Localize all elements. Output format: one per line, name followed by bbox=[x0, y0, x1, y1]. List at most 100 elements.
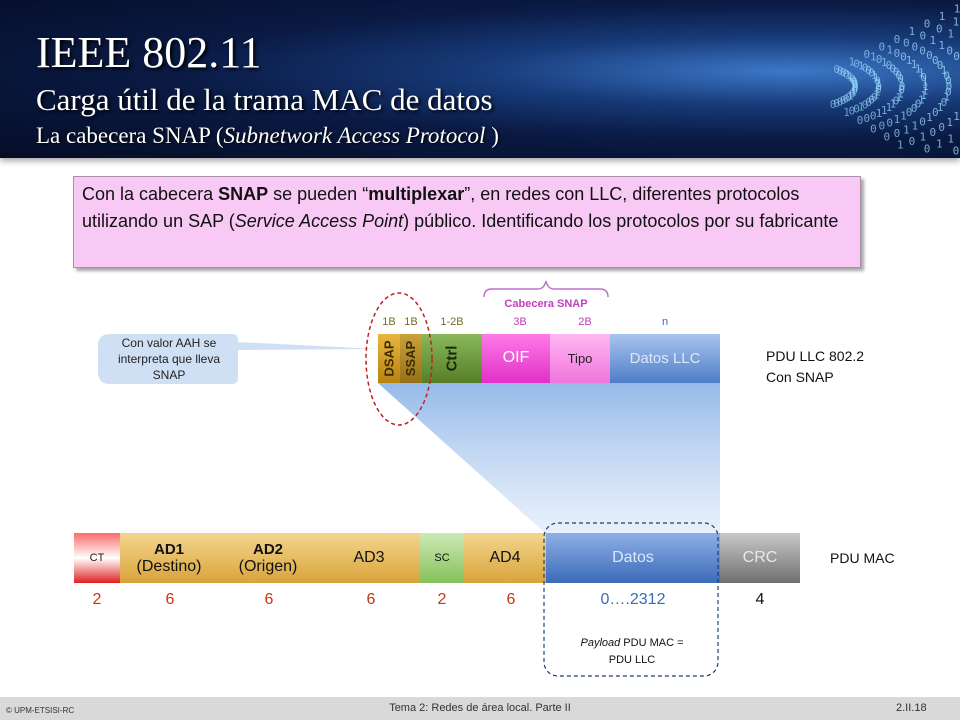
binary-digit: 0 bbox=[870, 122, 877, 135]
binary-digit: 0 bbox=[864, 48, 871, 61]
binary-digit: 0 bbox=[894, 33, 901, 46]
tipo-segment bbox=[550, 334, 610, 383]
binary-digit: 1 bbox=[920, 131, 927, 144]
binary-digit: 0 bbox=[946, 44, 953, 57]
binary-digit: 1 bbox=[938, 39, 945, 52]
ssap-size-label: 1B bbox=[404, 316, 418, 328]
datos-mac-segment bbox=[546, 533, 720, 583]
binary-digit: 0 bbox=[851, 76, 858, 89]
binary-digit: 0 bbox=[876, 53, 883, 66]
binary-digit: 0 bbox=[953, 145, 960, 158]
binary-digit: 0 bbox=[899, 80, 906, 93]
ad2-segment bbox=[218, 533, 318, 583]
binary-digit: 0 bbox=[900, 50, 907, 63]
binary-digit: 0 bbox=[845, 91, 852, 104]
ssap-field: SSAP bbox=[403, 340, 419, 376]
binary-digit: 0 bbox=[857, 114, 864, 127]
binary-digit: 0 bbox=[840, 94, 847, 107]
binary-digit: 1 bbox=[936, 138, 943, 151]
ctrl-size-label: 1-2B bbox=[440, 316, 464, 328]
ct-segment bbox=[74, 533, 120, 583]
binary-digit: 0 bbox=[895, 69, 902, 82]
binary-digit: 1 bbox=[876, 107, 883, 120]
payload-note: Payload PDU MAC = PDU LLC bbox=[580, 637, 684, 666]
binary-digit: 0 bbox=[840, 66, 847, 79]
binary-digit: 1 bbox=[947, 28, 954, 41]
binary-digit: 0 bbox=[894, 127, 901, 140]
binary-digit: 0 bbox=[903, 36, 910, 49]
binary-digit: 1 bbox=[843, 106, 850, 119]
ad4-field: AD4 bbox=[489, 549, 521, 566]
footer-topic: Tema 2: Redes de área local. Parte II bbox=[389, 702, 571, 714]
datos-size: 0….2312 bbox=[600, 591, 666, 608]
binary-digit: 0 bbox=[937, 59, 944, 72]
binary-digit: 1 bbox=[954, 3, 960, 16]
binary-digit: 0 bbox=[886, 117, 893, 130]
slide-subtitle-2: La cabecera SNAP (Subnetwork Access Prot… bbox=[36, 123, 499, 148]
ad1-segment bbox=[120, 533, 218, 583]
binary-digit: 0 bbox=[932, 54, 939, 67]
binary-digit: 1 bbox=[847, 71, 854, 84]
binary-digit: 0 bbox=[919, 45, 926, 58]
binary-digit: 0 bbox=[830, 98, 837, 111]
binary-digit: 1 bbox=[911, 58, 918, 71]
binary-digit: 1 bbox=[897, 87, 904, 100]
binary-digit: 1 bbox=[897, 139, 904, 152]
datos-llc-field: Datos LLC bbox=[629, 349, 701, 367]
binary-digit: 0 bbox=[943, 69, 950, 82]
ad1-field: AD1 (Destino) bbox=[136, 540, 202, 575]
binary-digit: 1 bbox=[915, 62, 922, 75]
binary-digit: 1 bbox=[886, 101, 893, 114]
binary-digit: 1 bbox=[858, 101, 865, 114]
binary-digit: 1 bbox=[922, 76, 929, 89]
ctrl-field: Ctrl bbox=[443, 345, 461, 371]
binary-digit: 0 bbox=[849, 88, 856, 101]
binary-digit: 0 bbox=[884, 131, 891, 144]
pdu-llc-label: PDU LLC 802.2 Con SNAP bbox=[766, 348, 865, 385]
binary-digit: 0 bbox=[837, 96, 844, 109]
pdu-mac-label: PDU MAC bbox=[830, 550, 895, 566]
binary-digit: 0 bbox=[946, 80, 953, 93]
binary-digit: 0 bbox=[890, 62, 897, 75]
binary-digit: 1 bbox=[946, 116, 953, 129]
binary-digit: 1 bbox=[939, 10, 946, 23]
footer-bar bbox=[0, 697, 960, 720]
binary-digit: 0 bbox=[851, 84, 858, 97]
binary-digit: 1 bbox=[845, 69, 852, 82]
binary-digit: 0 bbox=[853, 103, 860, 116]
ad2-size: 6 bbox=[264, 591, 274, 608]
binary-digit: 1 bbox=[926, 111, 933, 124]
binary-digit: 0 bbox=[893, 66, 900, 79]
binary-digit: 0 bbox=[936, 22, 943, 35]
binary-digit: 1 bbox=[881, 104, 888, 117]
binary-digit: 0 bbox=[852, 82, 859, 95]
binary-digit: 0 bbox=[886, 59, 893, 72]
binary-digit: 0 bbox=[864, 112, 871, 125]
binary-digit: 1 bbox=[858, 60, 865, 73]
binary-digit: 0 bbox=[912, 40, 919, 53]
binary-digit: 1 bbox=[890, 98, 897, 111]
binary-digit: 0 bbox=[906, 106, 913, 119]
binary-digit: 1 bbox=[850, 86, 857, 99]
projection-shape bbox=[378, 383, 720, 533]
binary-digit: 0 bbox=[894, 47, 901, 60]
binary-digit: 1 bbox=[849, 56, 856, 69]
binary-digit: 0 bbox=[871, 91, 878, 104]
binary-digit: 1 bbox=[941, 64, 948, 77]
ad3-field: AD3 bbox=[353, 549, 385, 566]
binary-digit: 1 bbox=[873, 88, 880, 101]
binary-digit: 0 bbox=[849, 104, 856, 117]
binary-digit: 0 bbox=[874, 75, 881, 88]
dsap-ssap-highlight bbox=[365, 292, 433, 426]
binary-digit: 1 bbox=[873, 72, 880, 85]
binary-digit: 1 bbox=[874, 86, 881, 99]
payload-highlight bbox=[543, 522, 719, 677]
binary-digit: 0 bbox=[865, 96, 872, 109]
binary-digit: 0 bbox=[945, 75, 952, 88]
ad2-field: AD2 (Origen) bbox=[238, 540, 298, 575]
ad1-size: 6 bbox=[165, 591, 175, 608]
snap-header-label: Cabecera SNAP bbox=[504, 298, 588, 310]
binary-digit: 1 bbox=[886, 43, 893, 56]
ad3-size: 6 bbox=[366, 591, 376, 608]
